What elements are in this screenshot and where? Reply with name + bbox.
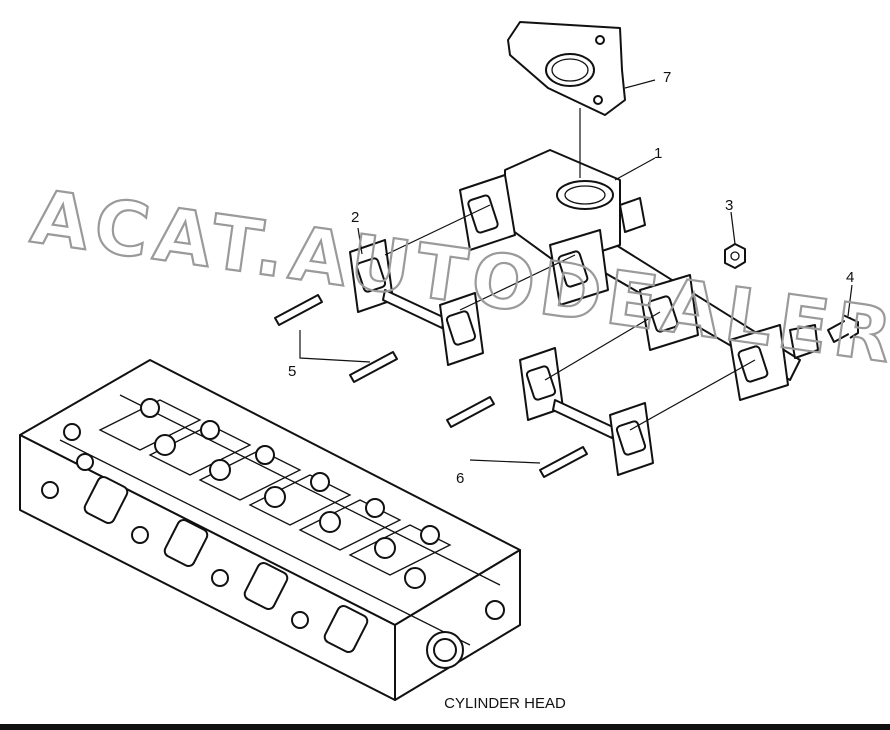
callout-7: 7 [663,69,671,86]
flange-plate [507,21,626,116]
callout-1: 1 [654,145,662,162]
gaskets [349,239,654,476]
stud-bolts [274,294,588,478]
cylinder-head-illustration [19,359,521,701]
bolt [827,314,859,343]
nut [724,243,746,269]
callout-2: 2 [351,209,359,226]
callout-5: 5 [288,363,296,380]
callout-6: 6 [456,470,464,487]
exhaust-manifold [459,149,819,401]
callout-3: 3 [725,197,733,214]
callout-4: 4 [846,269,854,286]
bottom-rule [0,724,890,730]
caption-cylinder-head: CYLINDER HEAD [444,695,566,712]
leader-lines [299,79,853,464]
